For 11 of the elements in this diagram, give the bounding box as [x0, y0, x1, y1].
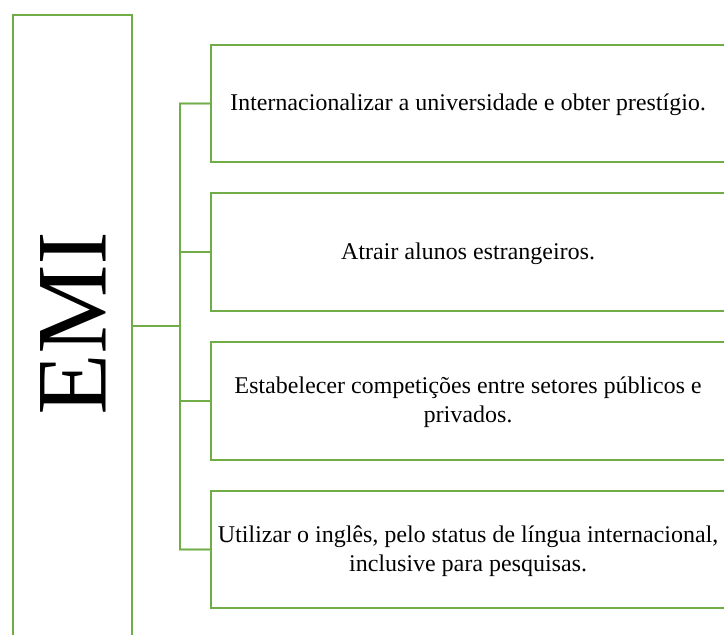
title-text: EMI: [22, 231, 122, 415]
goal-text: Estabelecer competições entre setores públicos e privados.: [233, 372, 703, 430]
goal-text: Utilizar o inglês, pelo status de língua internacional, inclusive para pesquisas.: [216, 520, 720, 578]
goal-text: Internacionalizar a universidade e obter prestígio.: [229, 89, 707, 118]
goal-box: [210, 341, 724, 461]
goal-box: [210, 192, 724, 312]
connector-line: [133, 325, 210, 550]
goal-box: [210, 44, 724, 163]
title-box: [12, 14, 133, 635]
goal-box: [210, 490, 724, 609]
goal-text: Atrair alunos estrangeiros.: [340, 238, 596, 266]
